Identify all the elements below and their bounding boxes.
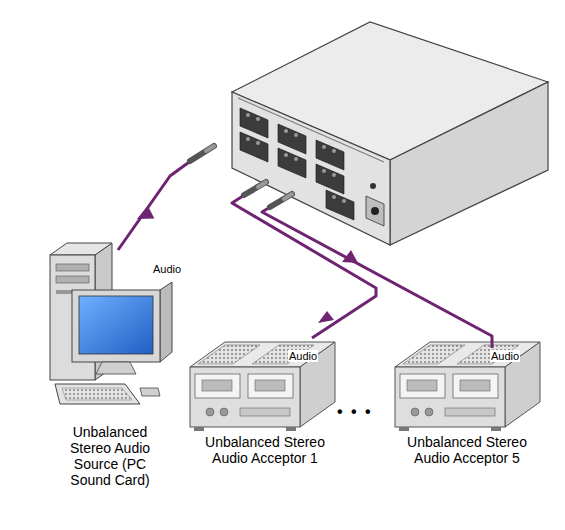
pc-computer (79, 296, 153, 354)
audio-cable (262, 206, 492, 348)
terminal-screws (322, 169, 326, 173)
signal-label: Audio (288, 350, 318, 362)
terminal-screws (284, 153, 288, 157)
cassette-deck (395, 342, 540, 431)
terminal-screws (342, 199, 346, 203)
cable-arrow (342, 250, 358, 263)
terminal-screws (246, 113, 346, 203)
signal-label: Audio (152, 263, 182, 275)
pc-computer (72, 290, 160, 362)
cable-arrow (134, 205, 154, 223)
terminal-blocks (278, 148, 306, 178)
acceptor-device: Unbalanced Stereo Audio Acceptor 1 (198, 434, 332, 466)
power-jack (366, 196, 384, 226)
pc-computer (55, 384, 140, 404)
cable-arrow (134, 205, 358, 323)
pc-computer (140, 388, 160, 396)
pc-computer (160, 282, 172, 362)
signal-label: Audio (490, 350, 520, 362)
audio-plug (284, 194, 292, 199)
audio-plug (258, 182, 266, 187)
terminal-blocks (316, 164, 344, 194)
pc-computer (96, 362, 136, 374)
pc-computer (56, 276, 89, 283)
pc-computer (50, 243, 112, 255)
terminal-screws (332, 173, 336, 177)
terminal-screws (256, 141, 260, 145)
terminal-screws (256, 117, 260, 121)
audio-cable (118, 160, 492, 348)
terminal-blocks (240, 132, 268, 162)
audio-cable (118, 160, 192, 250)
device-caption: Unbalanced Stereo Audio Acceptor 5 (400, 434, 534, 466)
audio-plug (206, 146, 214, 151)
power-jack (366, 183, 384, 226)
device-caption: Unbalanced Stereo Audio Source (PC Sound… (52, 424, 168, 488)
cassette-deck (190, 342, 335, 431)
cable-arrow (318, 311, 334, 323)
audio-cable (232, 194, 376, 338)
audio-plug (190, 146, 214, 161)
distribution-amplifier (232, 22, 548, 245)
acceptor-device: Unbalanced Stereo Audio Acceptor 5 (400, 434, 534, 466)
terminal-screws (294, 133, 298, 137)
terminal-blocks (326, 190, 354, 220)
terminal-screws (322, 145, 326, 149)
terminal-screws (294, 157, 298, 161)
terminal-blocks (240, 108, 354, 220)
pc-computer (62, 388, 132, 400)
terminal-screws (246, 137, 250, 141)
terminal-screws (284, 129, 288, 133)
power-jack (371, 207, 379, 215)
distribution-amplifier (390, 82, 548, 245)
pc-computer (56, 264, 89, 271)
ellipsis-mark: • • • (336, 403, 374, 421)
source-device: Unbalanced Stereo Audio Source (PC Sound… (52, 424, 168, 488)
distribution-amplifier (238, 98, 384, 162)
terminal-screws (246, 113, 250, 117)
audio-plug (270, 194, 292, 207)
audio-plug (190, 146, 292, 207)
device-caption: Unbalanced Stereo Audio Acceptor 1 (198, 434, 332, 466)
cassette-deck (395, 342, 540, 431)
audio-plug (244, 182, 266, 195)
terminal-screws (332, 149, 336, 153)
cassette-deck (190, 342, 335, 431)
distribution-amplifier (232, 92, 390, 245)
power-jack (370, 183, 376, 189)
terminal-screws (332, 195, 336, 199)
